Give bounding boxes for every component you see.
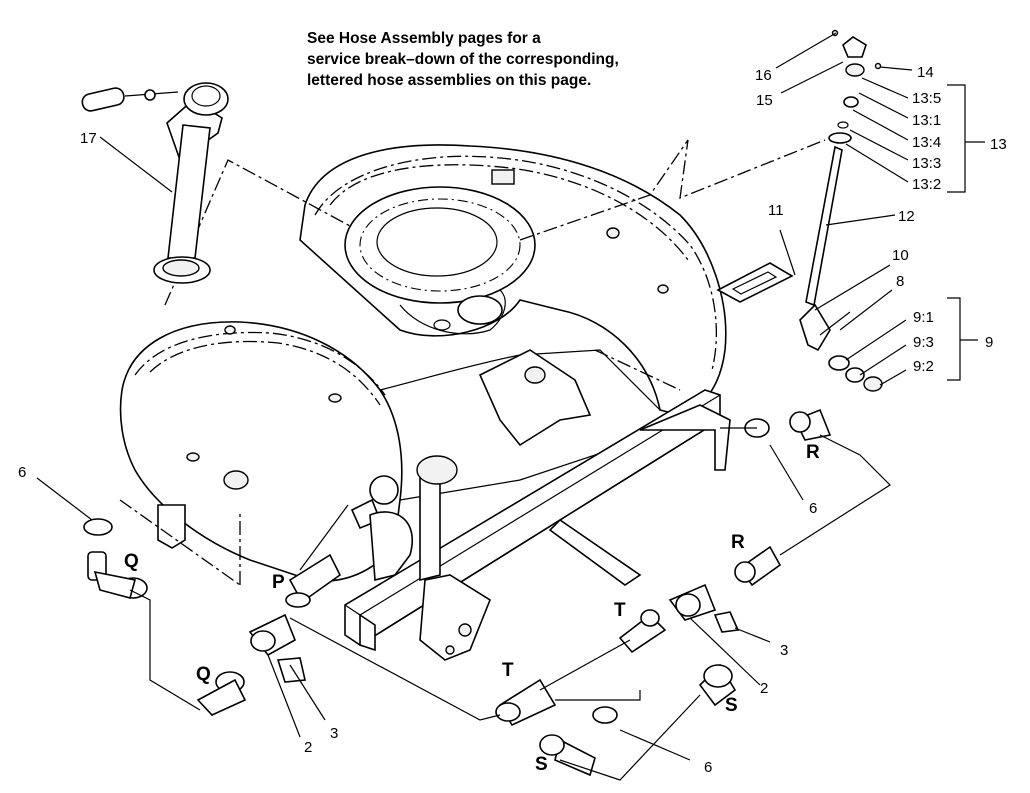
callout-13-4: 13:4 <box>912 134 941 151</box>
callout-8: 8 <box>896 273 904 290</box>
note-line-1: See Hose Assembly pages for a <box>307 30 541 47</box>
callout-13-5: 13:5 <box>912 90 941 107</box>
note-line-2: service break–down of the corresponding, <box>307 51 619 68</box>
tank-frame <box>157 389 731 661</box>
callout-14: 14 <box>917 64 934 81</box>
hose-letter-p: P <box>272 572 285 593</box>
callout-2-left: 2 <box>304 739 312 756</box>
group-13-bracket <box>947 84 985 193</box>
callout-3-right: 3 <box>780 642 788 659</box>
part-12-tube-assembly <box>805 29 882 307</box>
callout-9-3: 9:3 <box>913 334 934 351</box>
hose-letter-t-left: T <box>502 660 514 681</box>
callout-2-right: 2 <box>760 680 768 697</box>
callout-leader-lines <box>36 32 913 761</box>
callout-6-bottom: 6 <box>704 759 712 776</box>
hose-routing-lines <box>129 427 891 781</box>
callout-13-2: 13:2 <box>912 176 941 193</box>
callout-10: 10 <box>892 247 909 264</box>
callout-6-left: 6 <box>18 464 26 481</box>
callout-11: 11 <box>768 202 784 219</box>
hose-letter-q-lower: Q <box>196 664 211 685</box>
part-9-elbow-assembly <box>799 303 883 392</box>
callout-13-1: 13:1 <box>912 112 941 129</box>
callout-6-right: 6 <box>809 500 817 517</box>
spray-tank <box>119 144 794 582</box>
hose-letter-s-right: S <box>725 695 738 716</box>
hose-letter-r-upper: R <box>806 442 820 463</box>
callout-9-2: 9:2 <box>913 358 934 375</box>
hose-letter-q-upper: Q <box>124 551 139 572</box>
callout-17: 17 <box>80 130 97 147</box>
hose-letter-r-lower: R <box>731 532 745 553</box>
callout-15: 15 <box>756 92 773 109</box>
group-9-bracket <box>947 297 978 381</box>
hose-assembly-note: See Hose Assembly pages for a service br… <box>307 28 619 91</box>
callout-12: 12 <box>898 208 915 225</box>
callout-16: 16 <box>755 67 772 84</box>
note-line-3: lettered hose assemblies on this page. <box>307 72 592 89</box>
part-17-fill-strainer <box>81 82 229 284</box>
hose-letter-s-left: S <box>535 754 548 775</box>
hose-letter-t-right: T <box>614 600 626 621</box>
callout-9: 9 <box>985 334 993 351</box>
callout-13: 13 <box>990 136 1007 153</box>
callout-13-3: 13:3 <box>912 155 941 172</box>
callout-9-1: 9:1 <box>913 309 934 326</box>
callout-3-left: 3 <box>330 725 338 742</box>
